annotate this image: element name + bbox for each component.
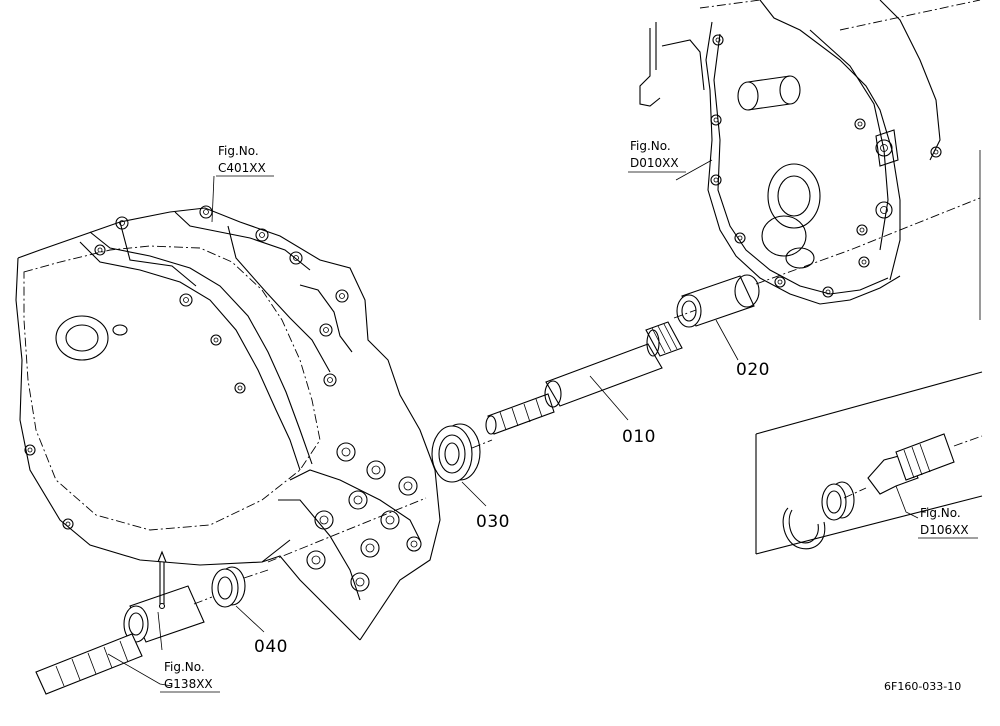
diagram-code: 6F160-033-10 [884, 680, 961, 693]
fig-ref-code: G138XX [164, 677, 213, 691]
fig-ref-d106xx[interactable]: Fig.No. D106XX [918, 506, 978, 539]
part-label-010: 010 [622, 427, 656, 447]
fig-ref-code: D010XX [630, 156, 679, 170]
transmission-case-right [639, 0, 981, 305]
inset-d106 [755, 371, 983, 555]
fig-ref-title: Fig.No. [218, 144, 259, 158]
leader-lines [107, 159, 919, 687]
input-shaft-lower [35, 550, 205, 695]
fig-ref-code: D106XX [920, 523, 969, 537]
part-label-040: 040 [254, 637, 288, 657]
part-label-020: 020 [736, 360, 770, 380]
fig-ref-c401xx[interactable]: Fig.No. C401XX [216, 144, 274, 177]
fig-ref-title: Fig.No. [920, 506, 961, 520]
part-label-030: 030 [476, 512, 510, 532]
fig-ref-title: Fig.No. [164, 660, 205, 674]
fig-ref-title: Fig.No. [630, 139, 671, 153]
collar-040 [211, 566, 246, 608]
bearing-030 [431, 423, 481, 483]
fig-ref-d010xx[interactable]: Fig.No. D010XX [628, 139, 686, 173]
collar-020 [676, 274, 760, 328]
shaft-010 [485, 321, 683, 435]
fig-ref-code: C401XX [218, 161, 266, 175]
centerlines [193, 150, 983, 605]
fig-ref-g138xx[interactable]: Fig.No. G138XX [160, 660, 220, 693]
clutch-housing-left [15, 205, 441, 641]
